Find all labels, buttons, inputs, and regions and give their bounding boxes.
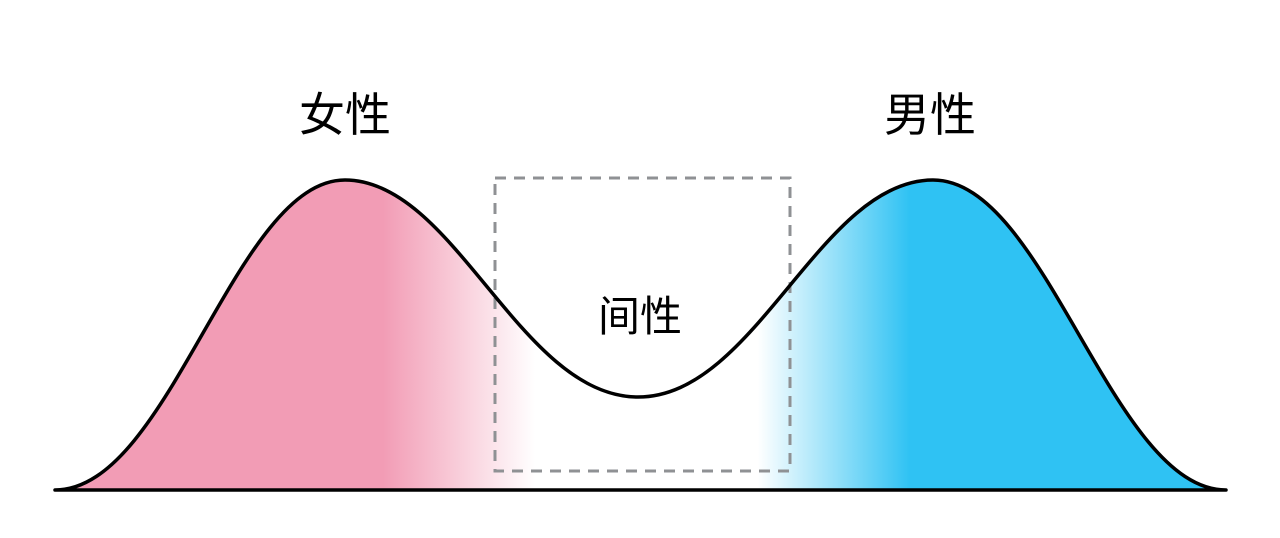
intersex-region-dashed-box [493,176,792,473]
label-intersex-valley: 间性 [598,292,682,341]
distribution-area-fill [55,180,1226,490]
label-female-peak: 女性 [299,88,391,142]
distribution-curve-outline [53,178,1228,492]
label-male-peak: 男性 [884,88,976,142]
